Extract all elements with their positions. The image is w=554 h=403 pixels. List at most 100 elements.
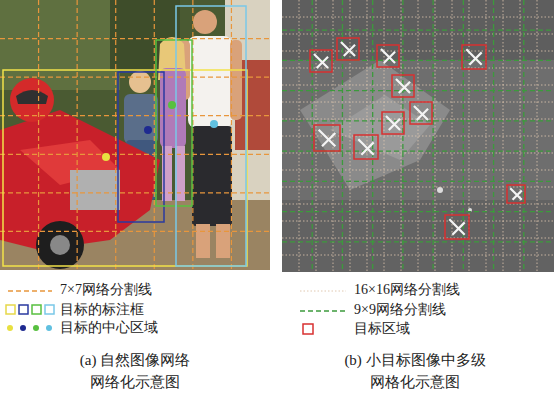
target-boxes-part — [337, 38, 359, 60]
target-boxes-part-part — [449, 219, 464, 234]
target-boxes-part — [507, 185, 525, 203]
grid-16x16-part — [282, 221, 554, 222]
target-boxes-part-part — [310, 50, 332, 72]
grid-9x9-part — [282, 211, 554, 212]
target-boxes-part — [445, 215, 469, 239]
legend-text: 9×9网络分割线 — [354, 302, 446, 319]
legend-text: 目标区域 — [354, 321, 410, 338]
aerial-image-part — [282, 0, 554, 60]
target-boxes-part-part — [358, 139, 373, 154]
legend-samples-part — [6, 305, 15, 314]
aerial-image — [282, 0, 554, 272]
natural-photo-part — [0, 0, 120, 90]
annotation-boxes — [3, 6, 247, 266]
grid-9x9 — [282, 0, 554, 272]
target-boxes-part-part — [507, 185, 525, 203]
grid-9x9-part — [523, 0, 524, 272]
natural-photo-part — [16, 90, 48, 104]
grid-7x7-part — [0, 115, 270, 116]
grid-9x9-part — [432, 0, 433, 272]
grid-16x16-part — [537, 0, 538, 272]
target-boxes-part-part — [341, 42, 355, 56]
target-boxes — [310, 38, 525, 239]
target-boxes-part-part — [382, 112, 404, 134]
natural-photo-part — [216, 224, 230, 258]
target-boxes-part — [410, 102, 432, 124]
grid-16x16-part — [316, 0, 317, 272]
legend-text: 7×7网络分割线 — [60, 282, 152, 299]
natural-photo-part — [50, 235, 70, 255]
legend-samples-part — [20, 325, 26, 331]
annotation-boxes-part — [156, 40, 192, 206]
natural-photo-part — [192, 126, 232, 226]
target-boxes-part-part — [466, 49, 481, 64]
grid-9x9-part — [402, 0, 403, 272]
legend-samples-part — [33, 325, 39, 331]
legend-samples-part — [45, 305, 54, 314]
grid-9x9-part — [372, 0, 373, 272]
target-boxes-part-part — [510, 188, 522, 200]
natural-photo — [0, 0, 270, 270]
grid-9x9-part — [282, 181, 554, 182]
natural-photo-part — [188, 36, 232, 128]
grid-16x16-part — [282, 170, 554, 171]
legend-samples-part — [19, 305, 28, 314]
grid-16x16-part — [282, 153, 554, 154]
grid-7x7-part — [0, 77, 270, 78]
target-boxes-part-part — [414, 106, 428, 120]
grid-9x9-part — [493, 0, 494, 272]
grid-9x9-part — [463, 0, 464, 272]
legend-samples-part — [303, 324, 313, 334]
target-boxes-part-part — [337, 38, 359, 60]
grid-9x9-part — [342, 0, 343, 272]
target-boxes-part — [392, 75, 414, 97]
subfigure-caption: (a) 自然图像网络 网络化示意图 — [73, 350, 197, 394]
target-boxes-part — [354, 135, 378, 159]
legend-samples — [6, 291, 346, 334]
target-boxes-part-part — [410, 102, 432, 124]
target-boxes-part — [382, 112, 404, 134]
target-boxes-part — [310, 50, 332, 72]
grid-9x9-part — [282, 30, 554, 31]
target-boxes-part-part — [314, 125, 340, 151]
grid-16x16-part — [282, 238, 554, 239]
legend-samples-part — [46, 325, 52, 331]
center-dots-part — [210, 120, 218, 128]
grid-7x7-part — [0, 192, 270, 193]
target-boxes-part-part — [354, 135, 378, 159]
annotation-boxes-part — [3, 70, 247, 266]
target-boxes-part-part — [396, 79, 410, 93]
target-boxes-part — [314, 125, 340, 151]
grid-7x7-part — [0, 231, 270, 232]
target-boxes-part-part — [381, 49, 395, 63]
aerial-image-part — [330, 95, 430, 160]
grid-16x16-part — [418, 0, 419, 272]
grid-9x9-part — [282, 120, 554, 121]
target-boxes-part — [377, 45, 399, 67]
annotation-boxes-part — [118, 72, 164, 222]
legend-text: 目标的标注框 — [60, 302, 144, 319]
center-dots-part — [102, 153, 110, 161]
legend-text: 16×16网络分割线 — [354, 282, 460, 299]
grid-16x16-part — [282, 187, 554, 188]
target-boxes-part-part — [462, 45, 486, 69]
grid-16x16-part — [282, 255, 554, 256]
legend-samples-part — [8, 290, 52, 292]
target-boxes-part-part — [377, 45, 399, 67]
grid-16x16-part — [282, 17, 554, 18]
grid-16x16-part — [452, 0, 453, 272]
grid-7x7-part — [115, 0, 116, 270]
natural-photo-part — [0, 0, 270, 270]
target-boxes-part-part — [314, 54, 328, 68]
legend-samples-part — [300, 291, 346, 292]
grid-7x7-part — [77, 0, 78, 270]
grid-9x9-part — [312, 0, 313, 272]
legend-samples-part — [32, 305, 41, 314]
target-boxes-part-part — [392, 75, 414, 97]
natural-photo-part — [0, 110, 160, 250]
aerial-image-part — [300, 60, 450, 190]
natural-photo-part — [193, 10, 217, 34]
grid-16x16 — [282, 0, 554, 272]
grid-7x7-part — [0, 154, 270, 155]
